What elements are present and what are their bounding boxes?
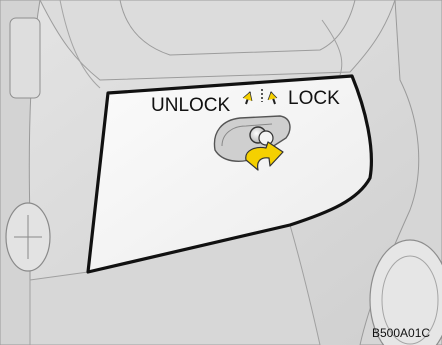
lock-label: LOCK [288, 88, 340, 110]
unlock-label: UNLOCK [151, 95, 230, 117]
key-head [259, 131, 273, 145]
figure-code: B500A01C [372, 326, 430, 340]
left-vent [10, 18, 40, 98]
